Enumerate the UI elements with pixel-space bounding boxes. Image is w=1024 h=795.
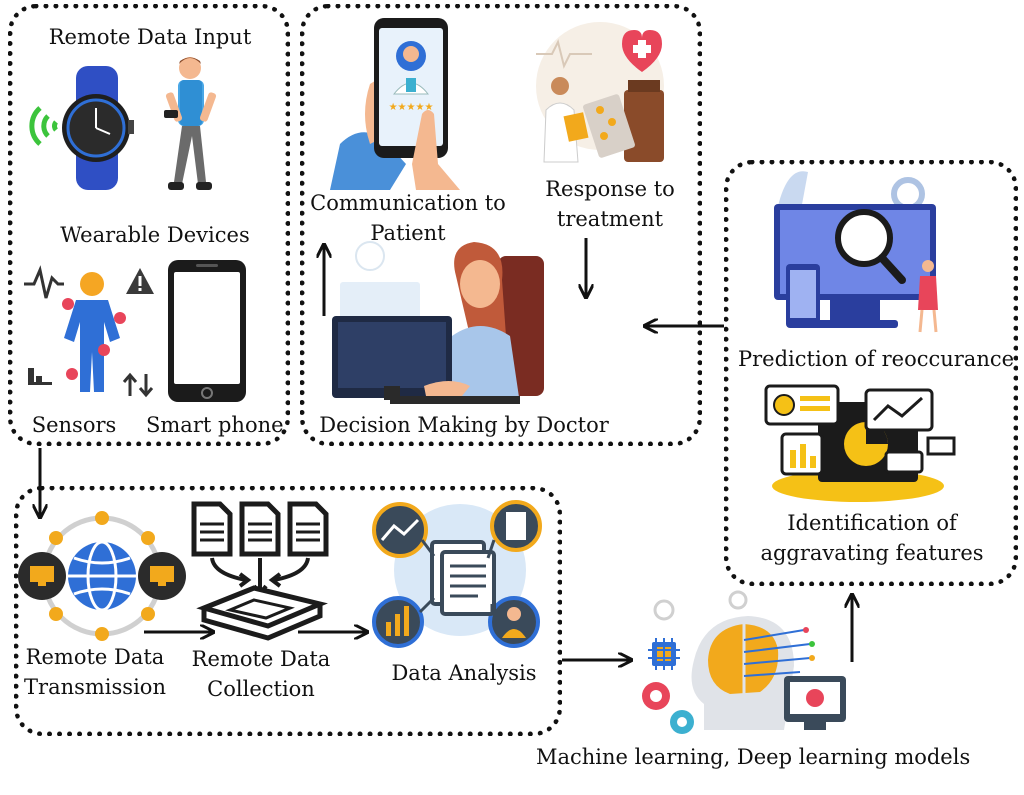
monitor-search-icon [774, 171, 938, 333]
data-analysis-icon [372, 500, 542, 648]
prediction-box [724, 160, 1018, 586]
smartwatch-icon [62, 66, 134, 190]
doctor-desk-icon [332, 241, 544, 404]
remote-input-title: Remote Data Input [48, 25, 252, 49]
transmission-label-2: Transmission [24, 675, 166, 699]
remote-input-box [8, 4, 290, 446]
wearable-devices-label: Wearable Devices [60, 223, 250, 247]
collection-label-1: Remote Data [191, 647, 331, 671]
sensors-label: Sensors [31, 413, 117, 437]
pipeline-box [14, 486, 562, 736]
ai-head-icon [642, 590, 846, 734]
transmission-label-1: Remote Data [25, 645, 165, 669]
smartphone-label: Smart phone [146, 413, 284, 437]
dashboard-icon [764, 384, 956, 502]
collection-label-2: Collection [207, 677, 315, 701]
medicine-icon [536, 22, 664, 163]
smartphone-icon [168, 260, 246, 402]
doctor-box [300, 4, 702, 446]
warning-icon [126, 268, 154, 294]
body-sensor-icon [24, 265, 126, 392]
svg-text:★★★★★: ★★★★★ [389, 102, 434, 113]
communication-label-1: Communication to [310, 191, 506, 215]
aggravating-label-2: aggravating features [760, 541, 984, 565]
aggravating-label-1: Identification of [787, 511, 957, 535]
response-label-1: Response to [545, 177, 675, 201]
wifi-icon [29, 106, 59, 146]
person-walking-icon [164, 57, 217, 190]
ml-label: Machine learning, Deep learning models [536, 745, 971, 769]
response-label-2: treatment [556, 207, 664, 231]
decision-label: Decision Making by Doctor [319, 413, 609, 437]
communication-label-2: Patient [370, 221, 446, 245]
documents-box-icon [191, 501, 329, 641]
prediction-label: Prediction of reoccurance [738, 347, 1015, 371]
globe-network-icon [18, 511, 186, 641]
updown-arrows-icon [122, 372, 154, 398]
phone-doctor-icon: ★★★★★ [330, 18, 460, 190]
data-analysis-label: Data Analysis [391, 661, 537, 685]
